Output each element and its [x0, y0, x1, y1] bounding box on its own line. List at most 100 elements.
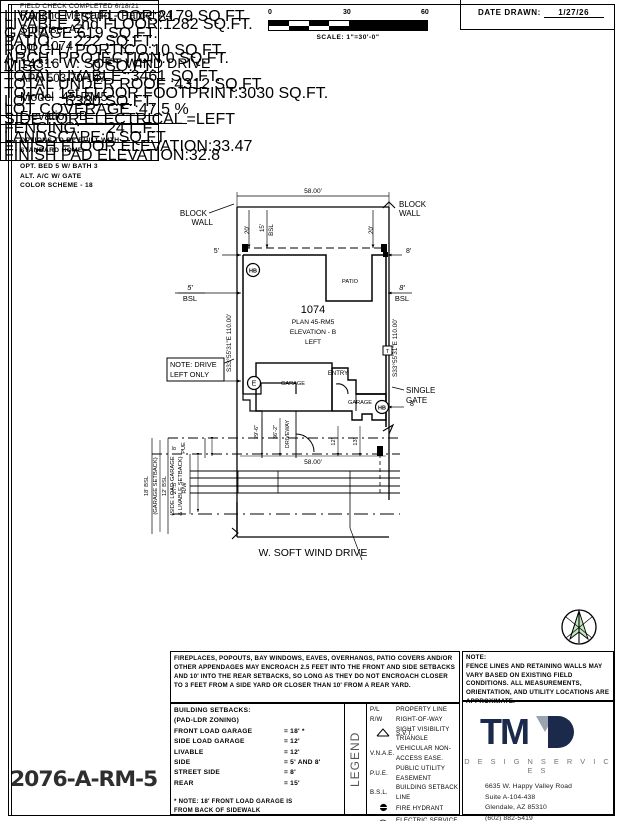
legend-text: RIGHT-OF-WAY	[396, 715, 443, 723]
data-row: FINISH FLOOR ELEVATION:33.47	[1, 138, 252, 155]
options-title-line2: STANDARD HOME:	[20, 146, 86, 154]
date-drawn-value: 1/27/26	[543, 8, 604, 18]
sheet-border	[8, 4, 615, 816]
transformer-icon: T	[382, 345, 393, 356]
svg-text:E: E	[252, 381, 257, 388]
legend-divider	[366, 703, 367, 815]
data-row: LIVABLE 1st FLOOR:2179 SQ.FT.	[1, 8, 247, 25]
lot-number: 1074	[44, 38, 74, 53]
legend-text: PROPERTY LINE	[396, 706, 448, 713]
bsl12-line2: (SIDE LOAD GARAGE	[170, 456, 176, 515]
setbacks-footnote-line2: FROM BACK OF SIDEWALK	[174, 806, 261, 814]
area-label: PORCH / PORTICO:	[4, 41, 153, 59]
data-row: FENCING:24 L.F.	[1, 120, 158, 138]
dim-27-5: 27.5'	[172, 482, 178, 494]
area-value: 222 SQ.FT.	[74, 33, 155, 51]
hose-bib-icon-lower: HB	[374, 399, 390, 415]
building-setbacks-box: BUILDING SETBACKS: (PAD-LDR ZONING) FRON…	[170, 703, 345, 815]
block-wall-left-line1: BLOCK	[180, 209, 208, 218]
setback-value: = 15'	[284, 779, 300, 787]
note-drive-left-only: NOTE: DRIVE LEFT ONLY	[166, 357, 225, 382]
data-row: LOT COVERAGE :47.5 %	[1, 102, 189, 119]
elevation-label: FINISH PAD ELEVATION:	[4, 146, 189, 164]
obscured-label: LANDSCAPE:	[4, 128, 106, 146]
options-block: OPTIONS TO BE BUILT WITH STANDARD HOME: …	[20, 136, 270, 191]
dim-8-right-lower: 8'	[410, 401, 415, 408]
dim-15: 15'	[259, 224, 266, 232]
company-address-line1: 6635 W. Happy Valley Road	[485, 783, 573, 790]
data-row: PATIO: 222 SQ.FT.	[1, 33, 158, 51]
field-check-section: FIELD CHECK COMPLETED 6/18/21	[0, 0, 159, 13]
sheet-border-inner	[11, 4, 615, 816]
option-1: OPT. BED 5 W/ BATH 3	[20, 163, 98, 171]
setback-value: = 12'	[284, 748, 300, 756]
bsl18-line1: 18' BSL	[144, 475, 150, 496]
total-value: 6380 SQ.FT.	[65, 93, 155, 111]
field-check-text: FIELD CHECK COMPLETED 6/18/21	[20, 3, 139, 10]
apn: APN 503-70-147	[20, 73, 106, 85]
svg-text:TM: TM	[480, 712, 528, 752]
model-label: Model	[20, 90, 55, 104]
setback-value: = 5' AND 8'	[284, 759, 321, 767]
setback-name: REAR	[174, 779, 194, 787]
svg-text:T: T	[386, 349, 390, 355]
legend-text: BUILDING SETBACK LINE	[396, 784, 459, 802]
area-label: PATIO:	[4, 33, 55, 51]
option-2: ALT. A/C W/ GATE	[20, 172, 82, 180]
dim-bottom-58: 58.00'	[304, 459, 322, 466]
area-label: MISC:	[4, 58, 49, 76]
corner-post	[383, 252, 388, 257]
date-drawn-label: DATE DRAWN:	[478, 8, 541, 17]
setback-value: = 8'	[284, 769, 296, 777]
area-label: LIVABLE 2nd FLOOR:	[4, 16, 163, 34]
plan-lot-number: 1074	[301, 304, 325, 316]
area-value: 0 SQ.FT.	[165, 50, 229, 68]
setback-name: SIDE	[174, 759, 191, 767]
tmd-logo-icon: TM	[480, 711, 574, 752]
options-title-line1: OPTIONS TO BE BUILT WITH	[20, 137, 120, 144]
bsl-left-num: 5'	[187, 283, 193, 292]
area-value: 10 SQ.FT.	[152, 41, 225, 59]
title-block: Rancho Mercado - Parcel A4 Surprise, AZ …	[20, 10, 270, 191]
elevation-label: FINISH FLOOR ELEVATION:	[4, 138, 213, 156]
single-gate-right-line2: GATE	[406, 396, 427, 405]
bsl-left-txt: BSL	[183, 294, 197, 303]
lot-label: Lot	[20, 41, 36, 53]
legend-abbr: R/W	[370, 715, 383, 723]
area-label: ARCH. PROJECTION:	[4, 50, 166, 68]
total-label: TOTAL 1st FLOOR FOOTPRINT:	[4, 84, 239, 102]
scale-caption: SCALE: 1"=30'-0"	[316, 34, 380, 41]
model-row: Model 45-RM5	[20, 89, 270, 105]
data-row: LIVABLE 2nd FLOOR:1282 SQ.FT.	[1, 17, 253, 34]
data-row: MISC: 0 SQ.FT.	[1, 58, 158, 76]
street-name-label: W. SOFT WIND DRIVE	[259, 547, 368, 559]
area-label: LIVABLE 1st FLOOR:	[4, 8, 158, 25]
total-label: TOTAL UNDER ROOF :	[4, 76, 175, 94]
area-value: 0 SQ.FT.	[91, 58, 155, 76]
legend-abbr: B.S.L.	[370, 789, 388, 797]
company-address-line2: Suite A-104-438	[485, 793, 536, 801]
scale-tick-30: 30	[343, 9, 351, 16]
electric-service-icon: E	[246, 375, 262, 391]
total-value: 4312 SQ.FT.	[174, 76, 265, 94]
total-value: 3030 SQ.FT.	[238, 84, 329, 102]
block-wall-right-line1: BLOCK	[399, 200, 427, 209]
setbacks-footnote: * NOTE: 18' FRONT LOAD GARAGE IS FROM BA…	[174, 798, 341, 815]
lot-line: Lot 1074	[20, 38, 270, 53]
setback-value: = 18' *	[284, 727, 305, 735]
data-row: LOT :6380 SQ.FT.	[1, 93, 158, 111]
obscured-label: FENCING:	[4, 120, 81, 138]
setbacks-title-line1: BUILDING SETBACKS:	[174, 707, 251, 714]
data-row: PORCH / PORTICO:10 SQ.FT.	[1, 41, 224, 59]
scale-bar-block: 0 30 60 SCALE: 1"=30'-0"	[268, 9, 429, 41]
model-value: 45-RM5	[57, 89, 132, 105]
plan-hand: LEFT	[305, 339, 321, 346]
subdivision-name: Rancho Mercado - Parcel A4	[20, 10, 173, 22]
total-value: 3461 SQ.FT.	[130, 67, 221, 85]
block-wall-left-line2: WALL	[192, 218, 214, 227]
patio-label: PATIO	[342, 279, 359, 285]
encroachment-note-box: FIREPLACES, POPOUTS, BAY WINDOWS, EAVES,…	[170, 651, 460, 703]
